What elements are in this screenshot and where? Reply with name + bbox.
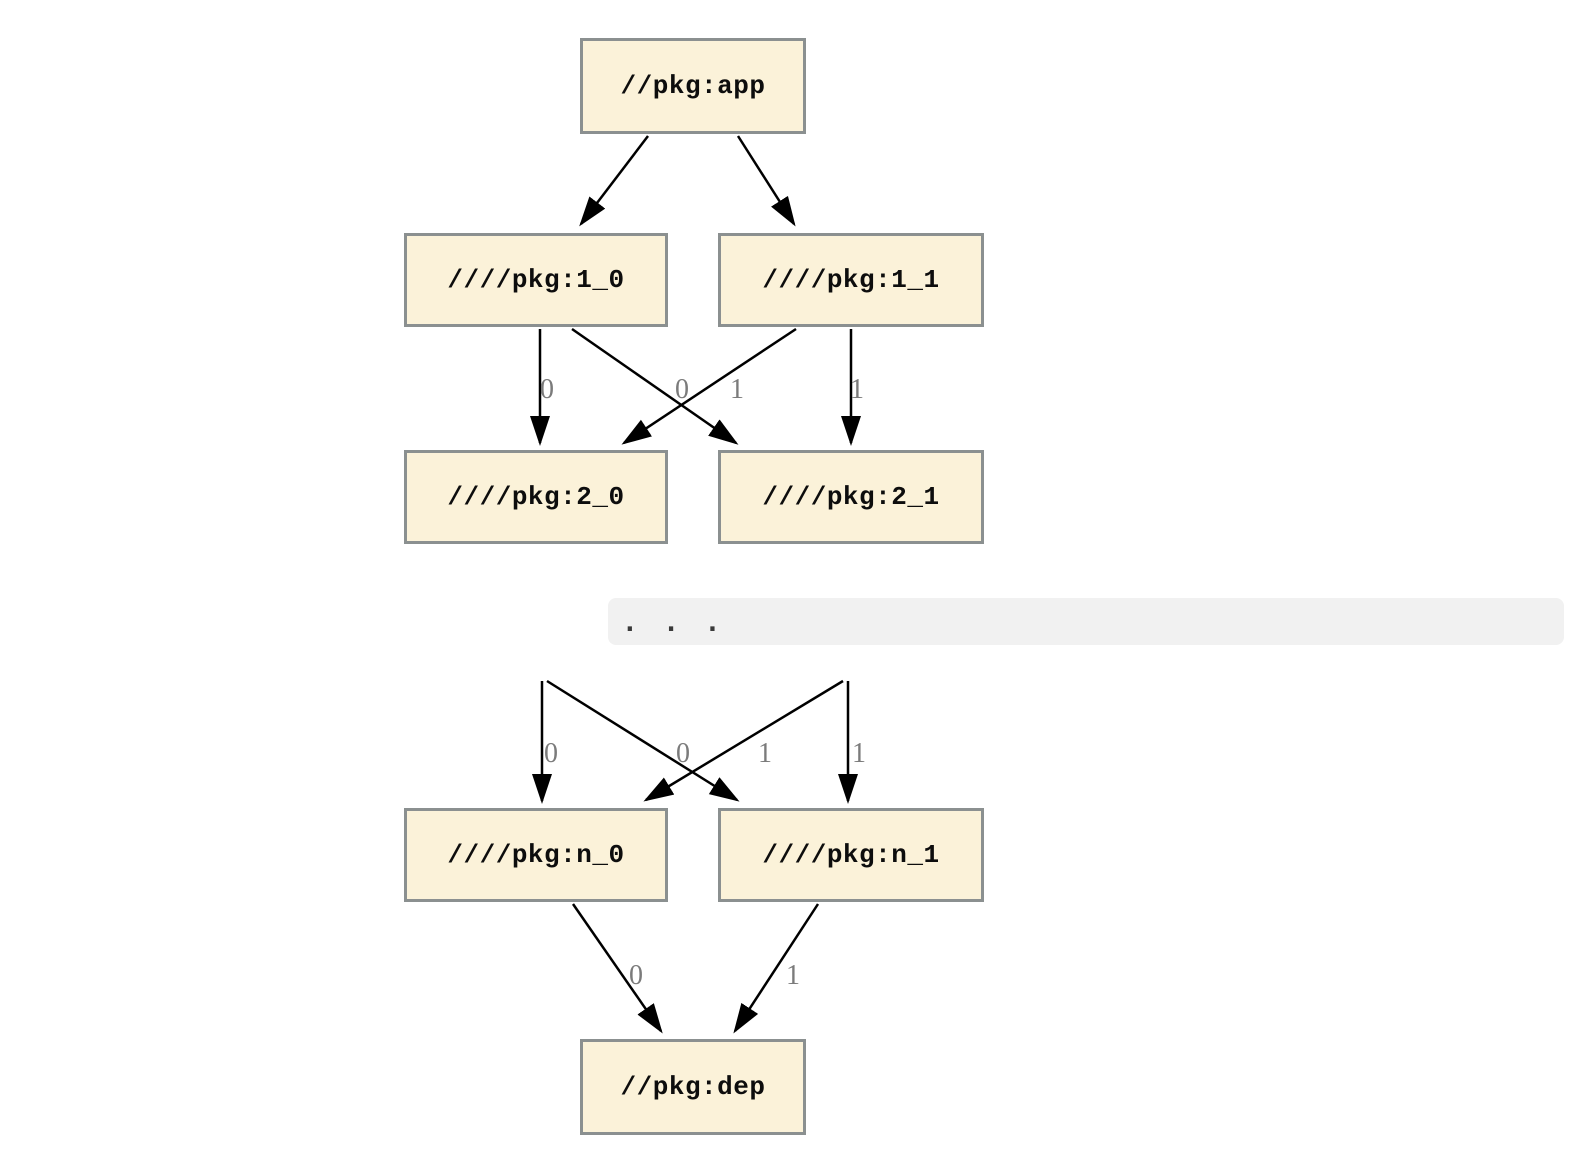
edge-label: 0: [629, 960, 643, 991]
node-pkg-n-0: ////pkg:n_0: [404, 808, 668, 902]
node-pkg-2-1: ////pkg:2_1: [718, 450, 984, 544]
node-pkg-n-1: ////pkg:n_1: [718, 808, 984, 902]
edge-label: 1: [852, 738, 866, 769]
edge-ellipsis-to-n-1-cross: [546, 679, 740, 802]
edge-1-1-to-2-0: [621, 327, 797, 445]
edge-ellipsis-to-n-0-cross: [643, 679, 844, 802]
node-pkg-app: //pkg:app: [580, 38, 806, 134]
edge-label: 0: [676, 738, 690, 769]
edge-label: 0: [540, 374, 554, 405]
edge-1-0-to-2-1: [571, 327, 739, 445]
edge-label: 1: [850, 374, 864, 405]
edge-label: 1: [758, 738, 772, 769]
edge-label: 1: [786, 960, 800, 991]
edge-app-to-1-1: [736, 135, 796, 227]
edge-n-1-to-dep: [733, 903, 820, 1034]
edge-label: 0: [544, 738, 558, 769]
node-pkg-2-0: ////pkg:2_0: [404, 450, 668, 544]
edge-n-0-to-dep: [571, 903, 663, 1034]
edge-label: 1: [730, 374, 744, 405]
ellipsis-band: . . .: [608, 598, 1564, 645]
edge-label: 0: [675, 374, 689, 405]
edge-app-to-1-0: [579, 135, 649, 227]
ellipsis-text: . . .: [622, 608, 726, 638]
node-pkg-1-1: ////pkg:1_1: [718, 233, 984, 327]
node-pkg-1-0: ////pkg:1_0: [404, 233, 668, 327]
node-pkg-dep: //pkg:dep: [580, 1039, 806, 1135]
